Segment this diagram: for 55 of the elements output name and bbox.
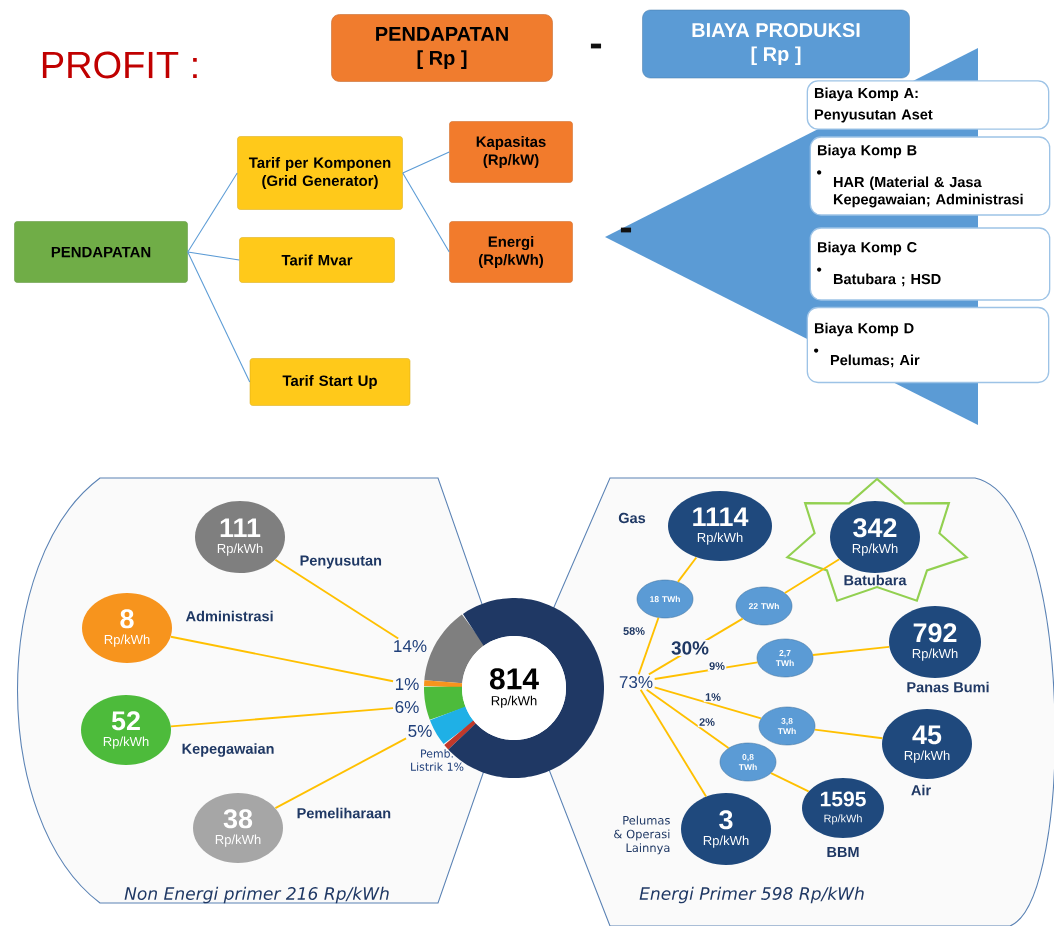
tariff-box: Tarif Mvar bbox=[239, 237, 395, 283]
connector-line bbox=[187, 172, 238, 253]
connector-line bbox=[770, 772, 810, 793]
formula-box: BIAYA PRODUKSI [ Rp ] bbox=[642, 9, 910, 79]
cost-component-box: Biaya Komp B HAR (Material & Jasa Kepegawaian; Administrasi bbox=[809, 136, 1051, 216]
minus-sign: - bbox=[590, 43, 602, 49]
percent-label: 5% bbox=[408, 725, 432, 737]
cost-component-box: Biaya Komp D Pelumas; Air bbox=[806, 306, 1050, 384]
percent-label: 1% bbox=[395, 678, 419, 690]
category-label: Air bbox=[911, 784, 931, 796]
category-label: Gas bbox=[618, 512, 646, 524]
connector-line bbox=[169, 635, 394, 683]
edge-label: 1% bbox=[703, 691, 723, 703]
connector-line bbox=[170, 707, 394, 728]
connector-line bbox=[639, 688, 707, 798]
category-label: Administrasi bbox=[185, 610, 273, 622]
category-label: Penyusutan bbox=[300, 555, 382, 569]
connector-line bbox=[274, 558, 400, 640]
category-label: BBM bbox=[827, 847, 859, 857]
percent-label: 14% bbox=[394, 640, 427, 652]
title-text: PROFIT : bbox=[42, 51, 197, 79]
category-label: Kepegawaian bbox=[182, 743, 274, 757]
percent-label: 73% bbox=[619, 675, 653, 689]
connector-line bbox=[637, 616, 660, 676]
formula-box: PENDAPATAN [ Rp ] bbox=[331, 14, 553, 82]
category-label: Pemeliharaan bbox=[297, 807, 391, 819]
connector-line bbox=[187, 251, 240, 261]
connector-line bbox=[783, 558, 841, 594]
category-label: Panas Bumi bbox=[907, 681, 989, 693]
connector-line bbox=[812, 645, 891, 656]
donut-center: 814 Rp/kWh bbox=[462, 636, 566, 740]
connector-line bbox=[187, 251, 251, 383]
category-label: Batubara bbox=[844, 574, 907, 586]
tariff-box: Energi (Rp/kWh) bbox=[449, 221, 573, 283]
cost-component-box: Biaya Komp A: Penyusutan Aset bbox=[806, 80, 1050, 130]
minus-sign: - bbox=[620, 227, 632, 233]
connector-line bbox=[274, 737, 407, 810]
edge-label: 9% bbox=[707, 660, 727, 672]
connector-line bbox=[653, 686, 762, 720]
connector-line bbox=[653, 661, 759, 680]
edge-label: 58% bbox=[621, 625, 647, 637]
tariff-box: Kapasitas (Rp/kW) bbox=[449, 121, 573, 183]
percent-label: 6% bbox=[395, 700, 419, 714]
note-text: Pemb. Listrik 1% bbox=[411, 749, 464, 771]
tariff-box: PENDAPATAN bbox=[14, 221, 188, 283]
connector-line bbox=[813, 728, 884, 740]
tariff-box: Tarif Start Up bbox=[249, 358, 411, 406]
connector-line bbox=[645, 688, 730, 749]
cost-component-box: Biaya Komp C Batubara ; HSD bbox=[809, 227, 1051, 301]
edge-label: 2% bbox=[697, 716, 717, 728]
connector-line bbox=[402, 172, 450, 253]
category-label: Pelumas & Operasi Lainnya bbox=[614, 815, 670, 855]
connector-line bbox=[402, 151, 450, 174]
connector-line bbox=[677, 556, 698, 583]
tariff-box: Tarif per Komponen (Grid Generator) bbox=[237, 136, 403, 210]
